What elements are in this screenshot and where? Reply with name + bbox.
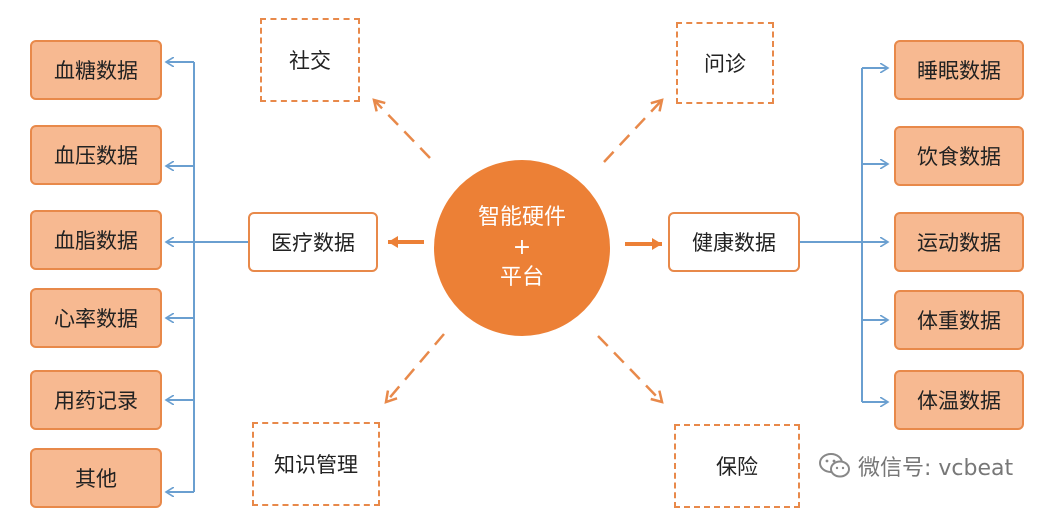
hub-line-2: +	[512, 235, 532, 260]
health-item: 饮食数据	[894, 126, 1024, 186]
wechat-icon	[819, 453, 850, 478]
arrow-to-social	[374, 100, 431, 159]
health-item: 体重数据	[894, 290, 1024, 350]
medical-item: 血脂数据	[30, 210, 162, 270]
health-data-node: 健康数据	[668, 212, 800, 272]
consult-node: 问诊	[676, 22, 774, 104]
hub-line-3: 平台	[499, 265, 544, 290]
hub-line-1: 智能硬件	[477, 205, 566, 230]
health-item: 睡眠数据	[894, 40, 1024, 100]
medical-item: 血压数据	[30, 125, 162, 185]
arrow-to-knowledge	[386, 333, 445, 402]
medical-item: 心率数据	[30, 288, 162, 348]
medical-item: 用药记录	[30, 370, 162, 430]
health-item: 运动数据	[894, 212, 1024, 272]
insurance-node: 保险	[674, 424, 800, 508]
social-node: 社交	[260, 18, 360, 102]
knowledge-management-node: 知识管理	[252, 422, 380, 506]
watermark: 微信号: vcbeat	[818, 450, 1013, 482]
arrow-to-consult	[603, 100, 662, 163]
health-item: 体温数据	[894, 370, 1024, 430]
medical-data-node: 医疗数据	[248, 212, 378, 272]
hub-smart-hardware-platform: 智能硬件 + 平台	[434, 160, 610, 336]
medical-item: 其他	[30, 448, 162, 508]
watermark-text: 微信号: vcbeat	[858, 456, 1014, 481]
arrow-to-insurance	[597, 335, 662, 402]
medical-item: 血糖数据	[30, 40, 162, 100]
